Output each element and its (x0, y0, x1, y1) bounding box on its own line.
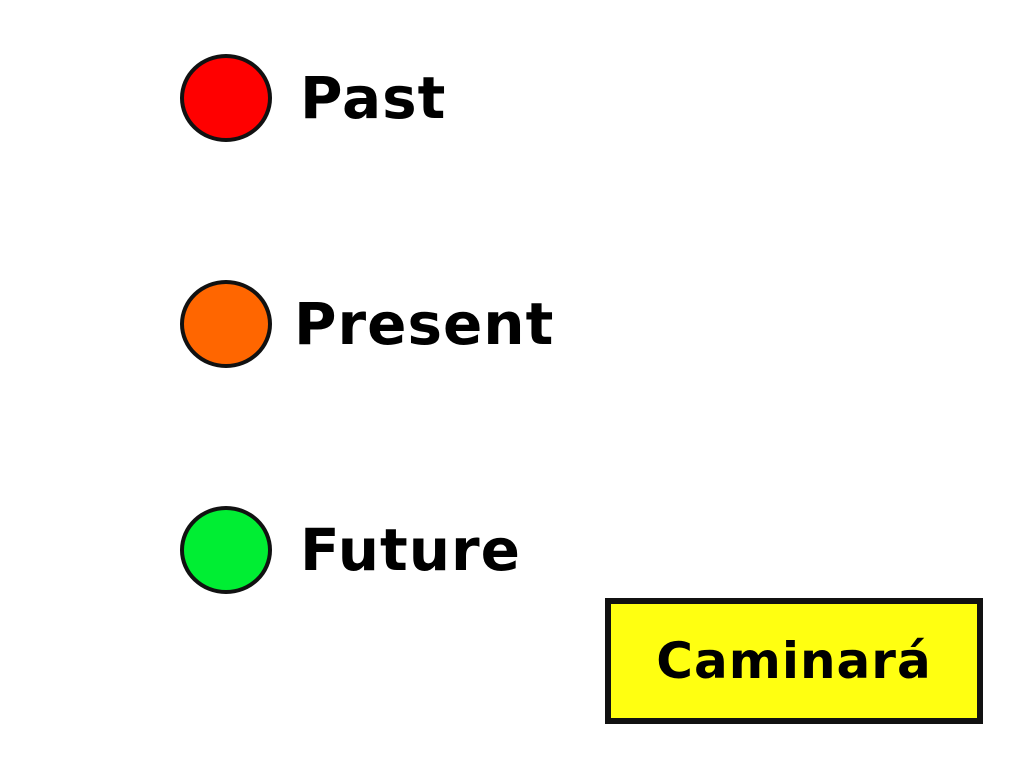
option-future[interactable]: Future (180, 502, 521, 598)
option-past[interactable]: Past (180, 50, 446, 146)
option-past-label: Past (300, 64, 447, 132)
green-circle-icon[interactable] (180, 506, 272, 594)
verb-word: Caminará (656, 632, 932, 690)
verb-word-card: Caminará (605, 598, 983, 724)
option-future-label: Future (300, 516, 521, 584)
option-present[interactable]: Present (180, 276, 554, 372)
option-present-label: Present (294, 290, 555, 358)
red-circle-icon[interactable] (180, 54, 272, 142)
orange-circle-icon[interactable] (180, 280, 272, 368)
